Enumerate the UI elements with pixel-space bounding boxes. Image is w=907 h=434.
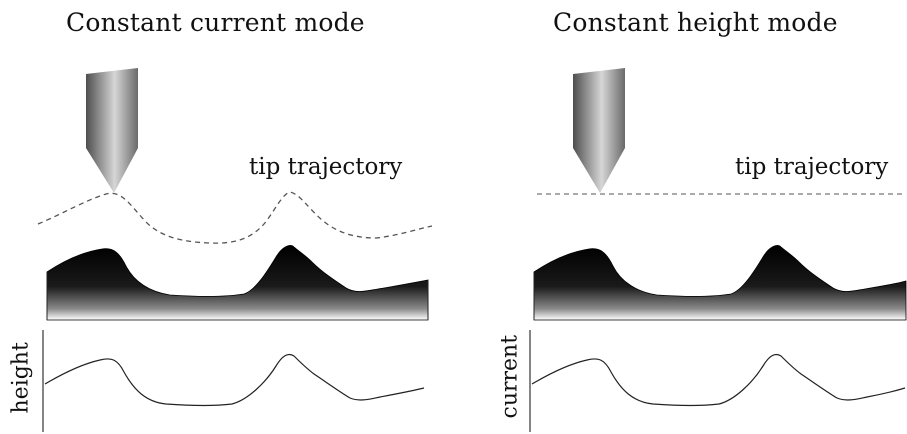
right-stm-tip bbox=[573, 68, 625, 193]
left-height-signal-curve bbox=[44, 353, 425, 407]
right-tip-trajectory-label: tip trajectory bbox=[735, 154, 889, 180]
left-panel bbox=[37, 68, 433, 432]
right-sample-surface bbox=[533, 245, 907, 321]
constant-height-title: Constant height mode bbox=[553, 8, 838, 37]
left-tip-trajectory-label: tip trajectory bbox=[249, 154, 403, 180]
right-panel bbox=[529, 68, 907, 432]
right-current-signal-curve bbox=[531, 353, 906, 407]
left-stm-tip bbox=[86, 68, 138, 193]
left-tip-trajectory-path bbox=[37, 191, 433, 244]
left-sample-surface bbox=[46, 245, 429, 321]
constant-current-title: Constant current mode bbox=[66, 8, 365, 37]
